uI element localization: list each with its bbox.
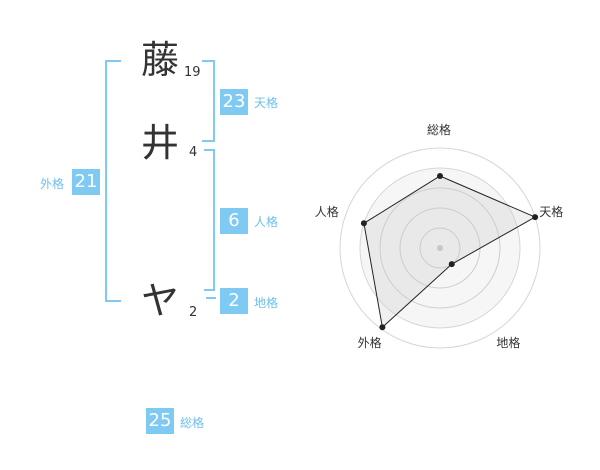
radar-ring <box>419 227 461 269</box>
tenkaku-label: 天格 <box>254 96 279 110</box>
radar-center-dot <box>437 245 443 251</box>
tenkaku-value: 23 <box>220 89 248 115</box>
radar-axis-label: 外格 <box>357 336 382 351</box>
chikaku-value: 2 <box>220 288 248 314</box>
radar-grid <box>339 147 541 349</box>
radar-point <box>532 214 539 221</box>
name-char-2: 井 <box>141 121 180 165</box>
gaikaku-bracket <box>105 60 121 302</box>
radar-ring <box>339 147 541 349</box>
radar-point <box>448 261 455 268</box>
jinkaku-value: 6 <box>220 208 248 234</box>
radar-area <box>363 175 537 329</box>
radar-axis-label: 人格 <box>314 204 339 219</box>
name-char-1: 藤 <box>141 38 180 82</box>
soukaku-value: 25 <box>146 408 174 434</box>
tenkaku-bracket <box>202 60 215 142</box>
radar-point <box>379 324 386 331</box>
radar-ring <box>379 187 501 309</box>
gaikaku-value: 21 <box>72 169 100 195</box>
name-char-3: ヤ <box>141 279 180 323</box>
jinkaku-bracket <box>204 149 215 291</box>
gaikaku-label: 外格 <box>40 177 65 191</box>
soukaku-label: 総格 <box>180 416 205 430</box>
radar-ring <box>359 167 521 329</box>
radar-axis-label: 総格 <box>427 123 452 137</box>
radar-point <box>437 173 443 179</box>
stroke-count-3: 2 <box>189 305 198 320</box>
chikaku-bracket <box>206 297 216 299</box>
stroke-count-2: 4 <box>189 145 198 160</box>
radar-axis-label: 地格 <box>496 336 521 351</box>
stroke-count-1: 19 <box>184 65 201 80</box>
jinkaku-label: 人格 <box>254 215 279 229</box>
chikaku-label: 地格 <box>254 296 279 310</box>
radar-point <box>360 220 367 227</box>
radar-axis-label: 天格 <box>539 204 564 219</box>
